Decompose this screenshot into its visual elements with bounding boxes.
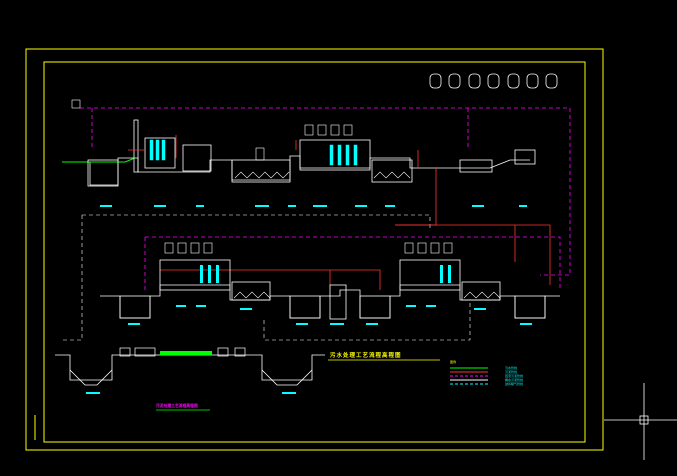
- mid-equipment-white: [164, 242, 453, 254]
- sludge-dewatering-band: [160, 351, 212, 355]
- sludge-line-top: [128, 135, 437, 226]
- crosshair-cursor-icon[interactable]: [604, 383, 677, 460]
- legend-heading: 图例: [450, 359, 456, 364]
- process-title: 污水处理工艺流程高程图: [330, 351, 402, 359]
- tank-icon-row: [429, 73, 558, 89]
- inner-frame: [43, 61, 586, 443]
- mid-equipment-cyan: [200, 265, 451, 283]
- sludge-thickener-hoppers: [69, 369, 313, 386]
- mid-aeration-zigzag: [233, 291, 501, 299]
- legend-item-excess: 剩余污泥管线: [505, 377, 523, 382]
- top-equipment-white: [71, 99, 353, 161]
- mid-structures: [119, 259, 546, 320]
- return-line-mid: [144, 236, 561, 290]
- sludge-equipment: [119, 347, 246, 357]
- air-line-mid: [62, 214, 431, 341]
- legend-item-sewage: 污水管线: [505, 365, 517, 370]
- connector-dashed: [263, 300, 471, 341]
- sludge-title: 污泥处理工艺流程高程图: [156, 403, 198, 408]
- sludge-process-line: [55, 354, 325, 381]
- legend-item-sludge: 污泥管线: [505, 369, 517, 374]
- top-equipment-cyan: [149, 139, 358, 166]
- sewage-flow-top: [62, 157, 136, 163]
- legend-item-return: 回流污泥管线: [505, 373, 523, 378]
- outer-frame: [25, 48, 604, 451]
- sludge-labels: [86, 392, 296, 394]
- legend-item-air: 鼓风曝气管线: [505, 381, 523, 386]
- legend-swatches: [450, 367, 488, 385]
- air-line-top: [80, 107, 571, 276]
- mid-elevation-labels: [128, 305, 532, 325]
- sludge-line-mid: [160, 224, 551, 290]
- top-aeration-zigzag: [234, 171, 411, 179]
- legend-labels: 污水管线 污泥管线 回流污泥管线 剩余污泥管线 鼓风曝气管线: [505, 365, 523, 386]
- sewage-line-top: [62, 155, 530, 186]
- top-elevation-labels: [100, 205, 527, 207]
